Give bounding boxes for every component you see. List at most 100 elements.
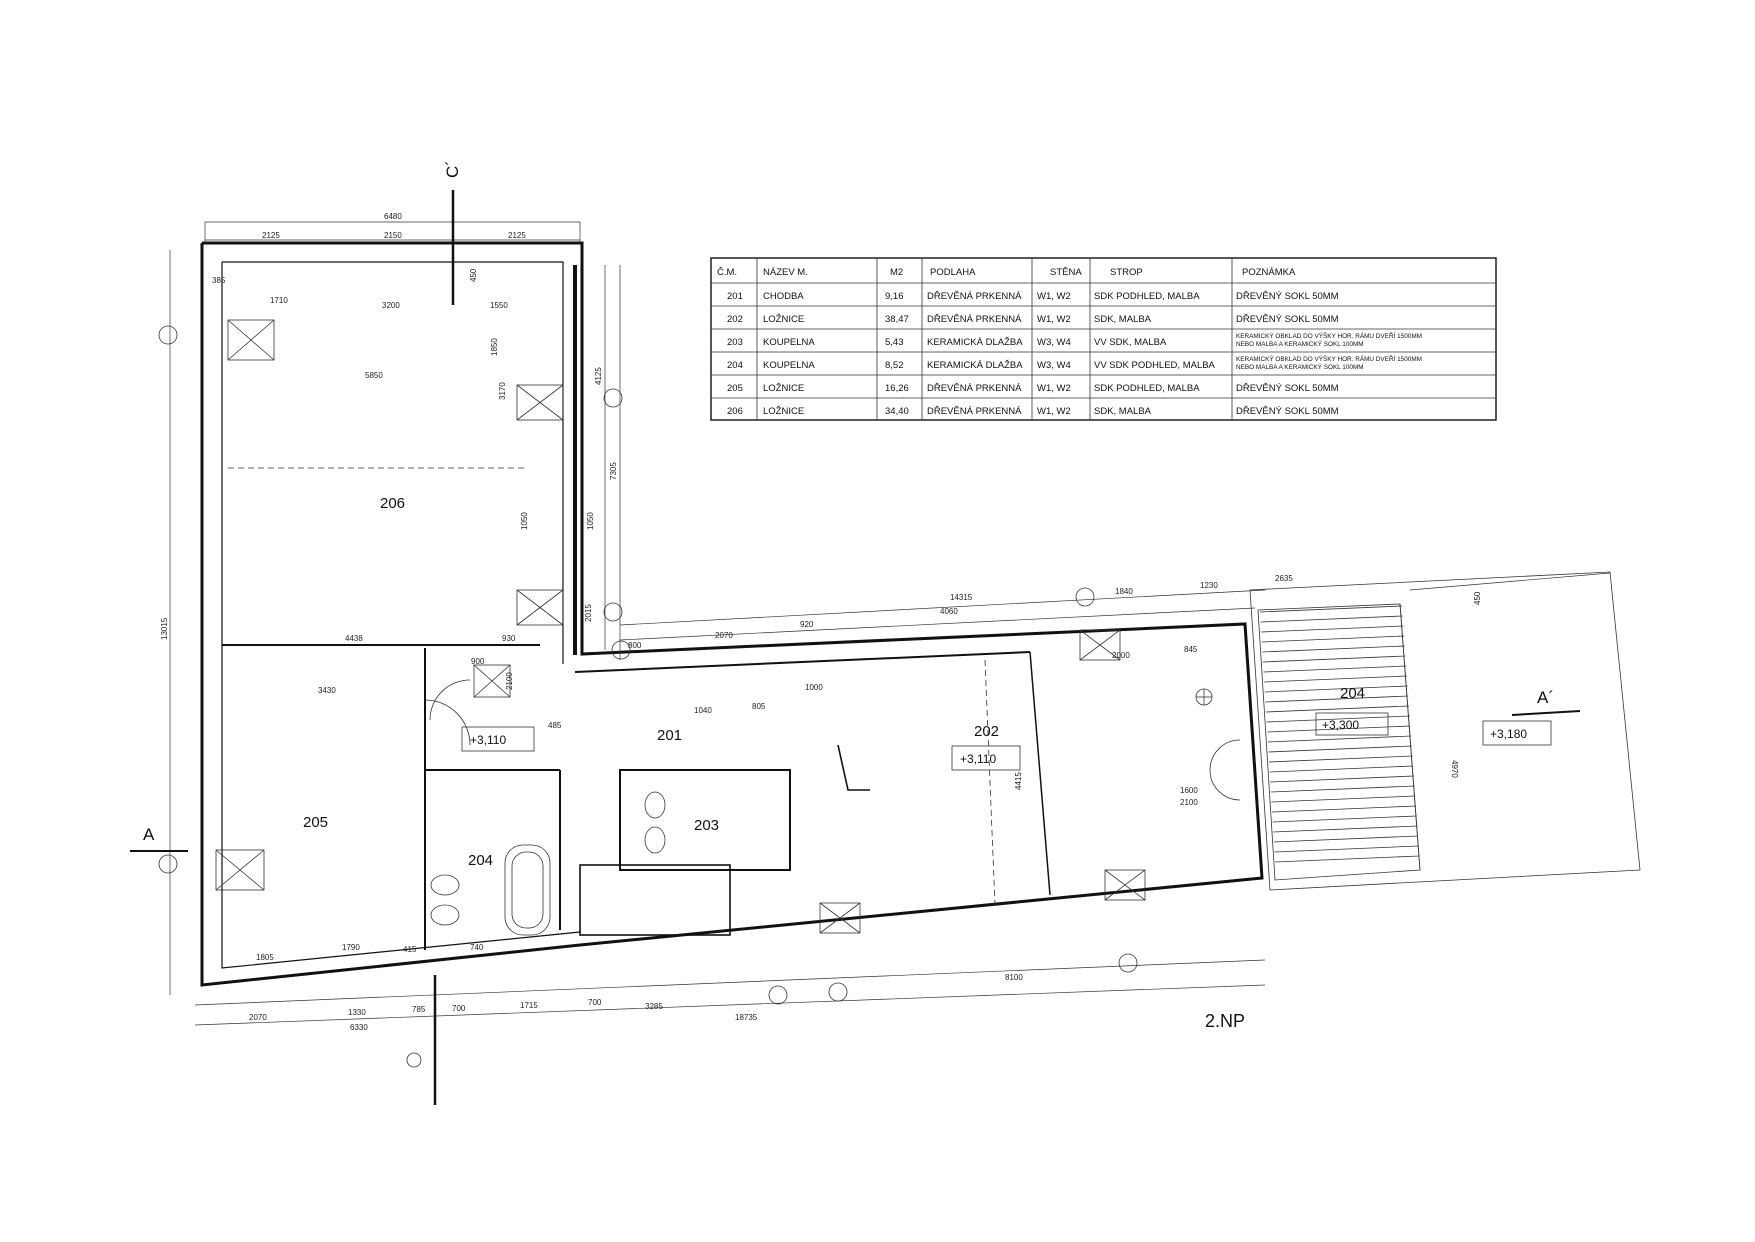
stair-step	[1269, 765, 1414, 773]
level-204: +3,300	[1322, 718, 1359, 732]
dim-1050a: 1050	[520, 512, 529, 530]
dim-1840: 1840	[1115, 587, 1133, 596]
dim-b6330: 6330	[350, 1023, 368, 1032]
table-cell-wall: W1, W2	[1037, 406, 1071, 417]
table-header-ceiling: STROP	[1110, 267, 1143, 278]
dim-740: 740	[470, 943, 484, 952]
dim-7305: 7305	[609, 462, 618, 480]
dim-1710: 1710	[270, 296, 288, 305]
table-cell-name: KOUPELNA	[763, 337, 815, 348]
table-cell-name: CHODBA	[763, 291, 804, 302]
dim-1040: 1040	[694, 706, 712, 715]
table-cell-floor: KERAMICKÁ DLAŽBA	[927, 360, 1023, 371]
dim-b18735: 18735	[735, 1013, 758, 1022]
table-cell-note: DŘEVĚNÝ SOKL 50MM	[1236, 291, 1339, 302]
stair-step	[1270, 775, 1414, 783]
dim-1850: 1850	[490, 338, 499, 356]
dim-845: 845	[1184, 645, 1198, 654]
stair-step	[1265, 705, 1410, 713]
table-cell-ceiling: SDK, MALBA	[1094, 406, 1152, 417]
table-cell-wall: W1, W2	[1037, 383, 1071, 394]
stair-step	[1268, 745, 1412, 753]
table-header-no: Č.M.	[717, 267, 737, 278]
table-cell-no: 205	[727, 383, 743, 394]
dim-b2070: 2070	[249, 1013, 267, 1022]
stair-hatching	[1259, 605, 1420, 863]
table-cell-note: KERAMICKÝ OBKLAD DO VÝŠKY HOR. RÁMU DVEŘ…	[1236, 354, 1422, 363]
stair-step	[1274, 855, 1420, 863]
stair-step	[1273, 825, 1418, 833]
table-cell-m2: 38,47	[885, 314, 909, 325]
table-cell-floor: DŘEVĚNÁ PRKENNÁ	[927, 406, 1022, 417]
table-cell-wall: W1, W2	[1037, 314, 1071, 325]
table-cell-wall: W1, W2	[1037, 291, 1071, 302]
table-cell-no: 202	[727, 314, 743, 325]
dim-2635: 2635	[1275, 574, 1293, 583]
dim-b8100: 8100	[1005, 973, 1023, 982]
dim-415: 415	[403, 945, 417, 954]
section-a2-mark: A´	[1537, 688, 1554, 707]
section-lines	[130, 190, 1581, 1105]
dim-450b: 450	[1473, 591, 1482, 605]
dim-2070: 2070	[715, 631, 733, 640]
table-cell-m2: 9,16	[885, 291, 904, 302]
room-206-label: 206	[380, 495, 405, 512]
level-205: +3,110	[470, 733, 506, 747]
table-cell-floor: DŘEVĚNÁ PRKENNÁ	[927, 314, 1022, 325]
table-cell-note: NEBO MALBA A KERAMICKÝ SOKL 100MM	[1236, 339, 1364, 348]
level-boxes	[461, 712, 1552, 771]
table-cell-m2: 34,40	[885, 406, 909, 417]
room-205-label: 205	[303, 814, 328, 831]
stair-step	[1263, 665, 1407, 673]
dim-3200: 3200	[382, 301, 400, 310]
room-203-label: 203	[694, 817, 719, 834]
stair-step	[1271, 805, 1417, 813]
room-202-label: 202	[974, 723, 999, 740]
dim-900: 900	[471, 657, 485, 666]
dim-2015: 2015	[584, 604, 593, 622]
room-schedule-table: Č.M. NÁZEV M. M2 PODLAHA STĚNA STROP POZ…	[717, 267, 1422, 417]
dim-3170: 3170	[498, 382, 507, 400]
section-c-mark: C´	[443, 160, 462, 178]
table-header-note: POZNÁMKA	[1242, 267, 1296, 278]
stair-step	[1261, 635, 1405, 643]
table-cell-name: LOŽNICE	[763, 314, 804, 325]
table-cell-note: DŘEVĚNÝ SOKL 50MM	[1236, 406, 1339, 417]
dim-14315: 14315	[950, 593, 973, 602]
dim-4438: 4438	[345, 634, 363, 643]
dim-805: 805	[752, 702, 766, 711]
dim-1790: 1790	[342, 943, 360, 952]
table-cell-no: 201	[727, 291, 743, 302]
stair-step	[1270, 785, 1415, 793]
table-cell-note: DŘEVĚNÝ SOKL 50MM	[1236, 383, 1339, 394]
stair-step	[1265, 695, 1409, 703]
table-cell-ceiling: SDK PODHLED, MALBA	[1094, 291, 1200, 302]
dim-b1330: 1330	[348, 1008, 366, 1017]
table-cell-m2: 8,52	[885, 360, 904, 371]
table-cell-note: KERAMICKÝ OBKLAD DO VÝŠKY HOR. RÁMU DVEŘ…	[1236, 331, 1422, 340]
dim-2000: 2000	[1112, 651, 1130, 660]
stair-step	[1262, 645, 1405, 653]
level-202: +3,110	[960, 752, 996, 766]
dim-800: 800	[628, 641, 642, 650]
stair-step	[1260, 615, 1403, 623]
stair-step	[1267, 725, 1411, 733]
dim-13015: 13015	[160, 617, 169, 640]
table-cell-ceiling: VV SDK PODHLED, MALBA	[1094, 360, 1216, 371]
dim-top-c: 2125	[508, 231, 526, 240]
stair-step	[1273, 835, 1419, 843]
dim-4060: 4060	[940, 607, 958, 616]
room-201-label: 201	[657, 727, 682, 744]
floor-label: 2.NP	[1205, 1011, 1245, 1031]
walls	[200, 241, 1641, 987]
stair-step	[1268, 755, 1413, 763]
table-cell-m2: 5,43	[885, 337, 904, 348]
dim-b785: 785	[412, 1005, 426, 1014]
table-header-m2: M2	[890, 267, 903, 278]
level-outer: +3,180	[1490, 727, 1527, 741]
table-cell-ceiling: SDK PODHLED, MALBA	[1094, 383, 1200, 394]
table-cell-floor: KERAMICKÁ DLAŽBA	[927, 337, 1023, 348]
fixtures	[215, 319, 1241, 936]
